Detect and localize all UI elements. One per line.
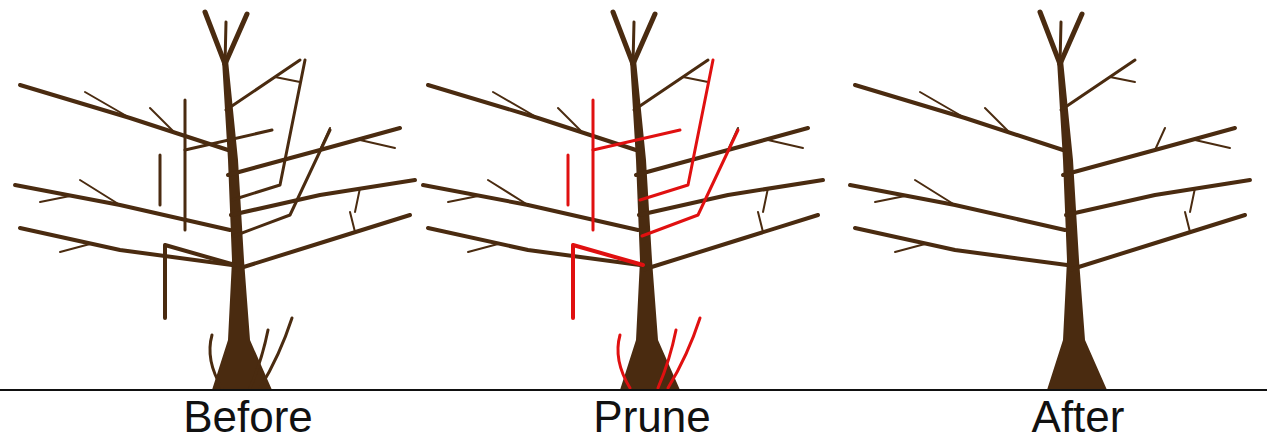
panel-label: Prune bbox=[593, 395, 710, 439]
cut-marking bbox=[568, 60, 738, 388]
ground-line bbox=[0, 389, 1267, 391]
tree-after bbox=[850, 12, 1250, 390]
tree-prune bbox=[423, 12, 823, 390]
tree bbox=[423, 12, 823, 390]
tree bbox=[850, 12, 1250, 390]
unwanted-growth bbox=[160, 60, 330, 388]
tree bbox=[15, 12, 415, 390]
panel-label: After bbox=[1032, 395, 1125, 439]
tree-before bbox=[15, 12, 415, 390]
panel-label: Before bbox=[183, 395, 313, 439]
